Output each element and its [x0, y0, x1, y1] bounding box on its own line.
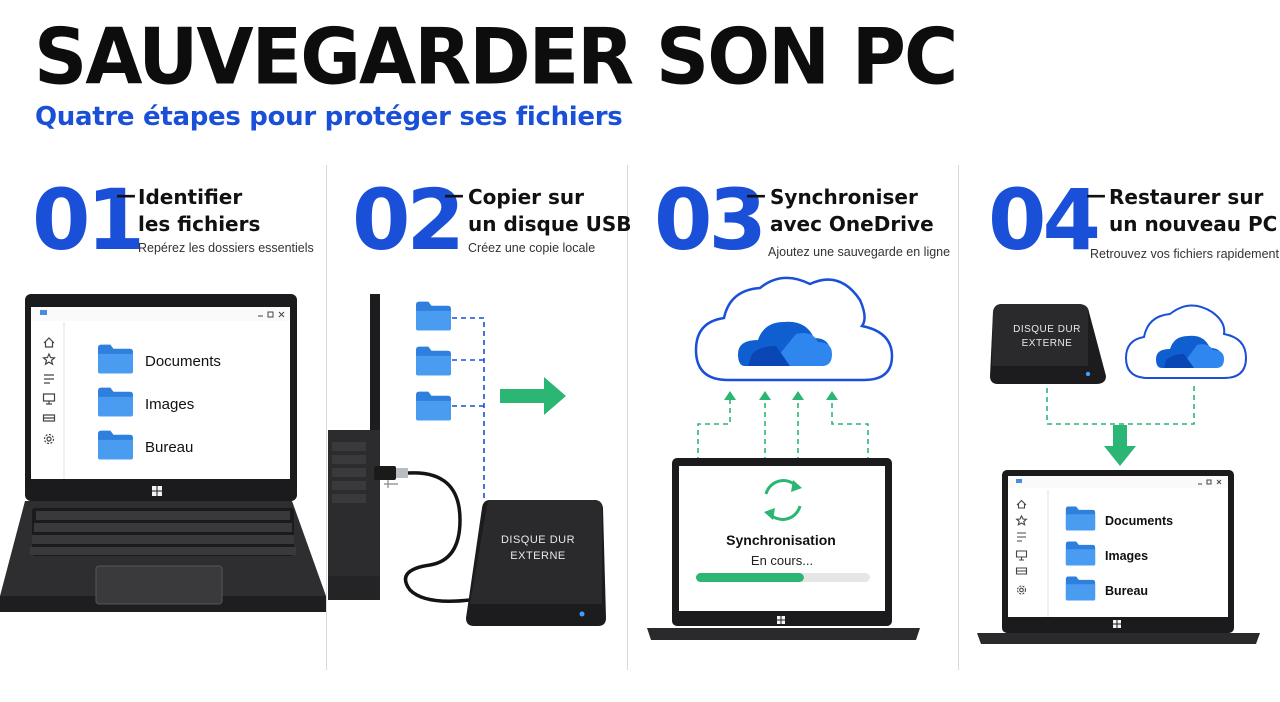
step-description: Repérez les dossiers essentiels — [138, 241, 314, 255]
star-icon — [41, 352, 57, 366]
windows-logo-icon — [152, 486, 162, 496]
folder-icon — [98, 387, 133, 417]
app-icon — [40, 310, 47, 315]
keyboard — [30, 508, 296, 556]
app-icon — [1016, 479, 1022, 483]
laptop-1: Documents Images Bureau — [0, 294, 326, 612]
upload-arrows — [697, 400, 869, 462]
list-icon — [44, 374, 54, 384]
star-icon — [1015, 514, 1028, 526]
trackpad — [95, 565, 223, 605]
arrow-down-icon — [1104, 425, 1136, 466]
folder-icon — [1065, 506, 1096, 531]
folder-label: Bureau — [145, 439, 193, 456]
folder-label: Images — [1105, 549, 1148, 563]
folder-icon — [1065, 576, 1096, 601]
step-dash: — — [116, 183, 136, 207]
step-number: 02 — [352, 171, 465, 269]
laptop-4: Documents Images Bureau — [977, 470, 1260, 644]
folder-icon — [1065, 541, 1096, 566]
list-icon — [1017, 532, 1026, 542]
gear-icon — [46, 436, 52, 442]
drive-led — [579, 611, 585, 617]
external-drive-small: DISQUE DUR EXTERNE — [990, 304, 1106, 384]
sync-status: En cours... — [751, 553, 813, 568]
step-description: Retrouvez vos fichiers rapidement — [1090, 247, 1279, 261]
drive-icon — [42, 414, 56, 422]
restore-lines — [1046, 384, 1195, 425]
external-drive: DISQUE DUR EXTERNE — [466, 500, 606, 626]
column-divider — [958, 165, 959, 670]
step-number: 01 — [32, 171, 145, 269]
step-description: Créez une copie locale — [468, 241, 596, 255]
monitor-icon — [42, 393, 56, 405]
usb-cable — [374, 466, 471, 603]
folder-icon — [416, 346, 451, 376]
step-dash: — — [746, 183, 766, 207]
step-description: Ajoutez une sauvegarde en ligne — [768, 245, 951, 259]
home-icon — [43, 337, 55, 348]
drive-label: EXTERNE — [510, 550, 565, 562]
sync-progress-fill — [696, 573, 804, 582]
folder-icon — [416, 301, 451, 331]
windows-logo-icon — [777, 616, 785, 624]
folder-icon — [98, 344, 133, 374]
folder-icon — [416, 391, 451, 421]
drive-label: DISQUE DUR — [501, 534, 575, 546]
step-dash: — — [1086, 183, 1106, 207]
step-dash: — — [444, 183, 464, 207]
drive-icon — [1015, 567, 1028, 575]
page-subtitle: Quatre étapes pour protéger ses fichiers — [35, 102, 623, 132]
folder-label: Images — [145, 396, 194, 413]
step-number: 03 — [654, 171, 767, 269]
drive-label: DISQUE DUR — [1013, 324, 1081, 335]
window-controls — [258, 311, 285, 318]
cloud-onedrive — [694, 276, 894, 382]
laptop-3: Synchronisation En cours... — [647, 458, 920, 640]
drive-led — [1085, 371, 1091, 377]
home-icon — [1016, 499, 1027, 509]
folder-label: Bureau — [1105, 584, 1148, 598]
cloud-onedrive-small — [1124, 304, 1248, 379]
window-controls — [1198, 479, 1222, 485]
page-title: SAUVEGARDER SON PC — [34, 12, 958, 103]
sync-label: Synchronisation — [726, 532, 836, 548]
folder-icon — [98, 430, 133, 460]
folder-connector-lines — [452, 317, 485, 500]
folder-label: Documents — [1105, 514, 1173, 528]
column-divider — [627, 165, 628, 670]
monitor-icon — [1015, 550, 1028, 561]
step-number: 04 — [988, 171, 1101, 269]
column-divider — [326, 165, 327, 670]
laptop-2-partial — [328, 294, 380, 600]
drive-label: EXTERNE — [1022, 338, 1073, 349]
folder-label: Documents — [145, 353, 221, 370]
windows-logo-icon — [1113, 620, 1121, 628]
arrow-right-icon — [500, 377, 566, 415]
gear-icon — [1019, 587, 1024, 593]
